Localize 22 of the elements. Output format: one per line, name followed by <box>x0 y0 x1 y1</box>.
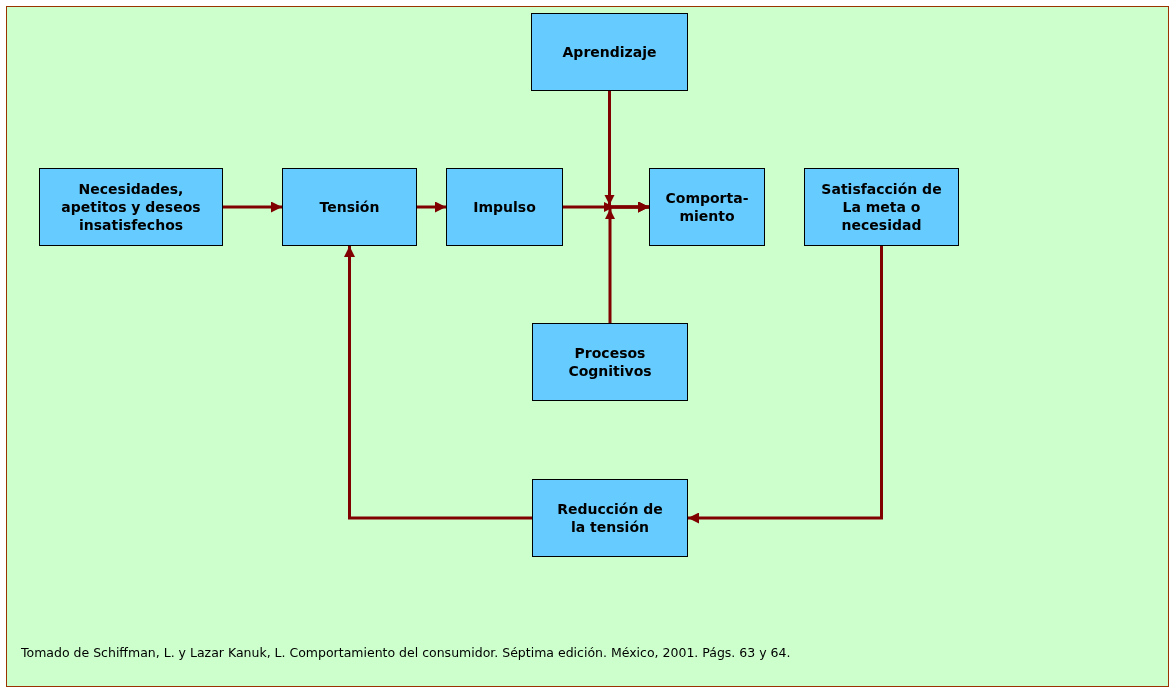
process-box <box>532 323 688 401</box>
process-box <box>804 168 959 246</box>
box-label: Satisfacción de La meta o necesidad <box>820 179 943 235</box>
box-label: Impulso <box>473 197 536 217</box>
box-label: Necesidades, apetitos y deseos insatisfechos <box>60 179 202 235</box>
process-box <box>39 168 223 246</box>
process-box <box>649 168 765 246</box>
arrow <box>688 246 883 524</box>
box-label: Aprendizaje <box>562 42 657 62</box>
arrow <box>417 201 446 213</box>
process-box <box>446 168 563 246</box>
box-label: Procesos Cognitivos <box>567 343 653 381</box>
arrow <box>223 201 282 213</box>
process-box <box>532 479 688 557</box>
box-label: Tensión <box>319 197 380 217</box>
box-label: Comporta- miento <box>664 188 750 226</box>
process-box <box>282 168 417 246</box>
box-label: Reducción de la tensión <box>556 499 664 537</box>
source-caption: Tomado de Schiffman, L. y Lazar Kanuk, L. Comportamiento del consumidor. Séptima edición. México, 2001. Págs. 63 y 64. <box>21 645 791 660</box>
arrow <box>605 201 649 323</box>
process-box <box>531 13 688 91</box>
arrow <box>344 246 532 520</box>
